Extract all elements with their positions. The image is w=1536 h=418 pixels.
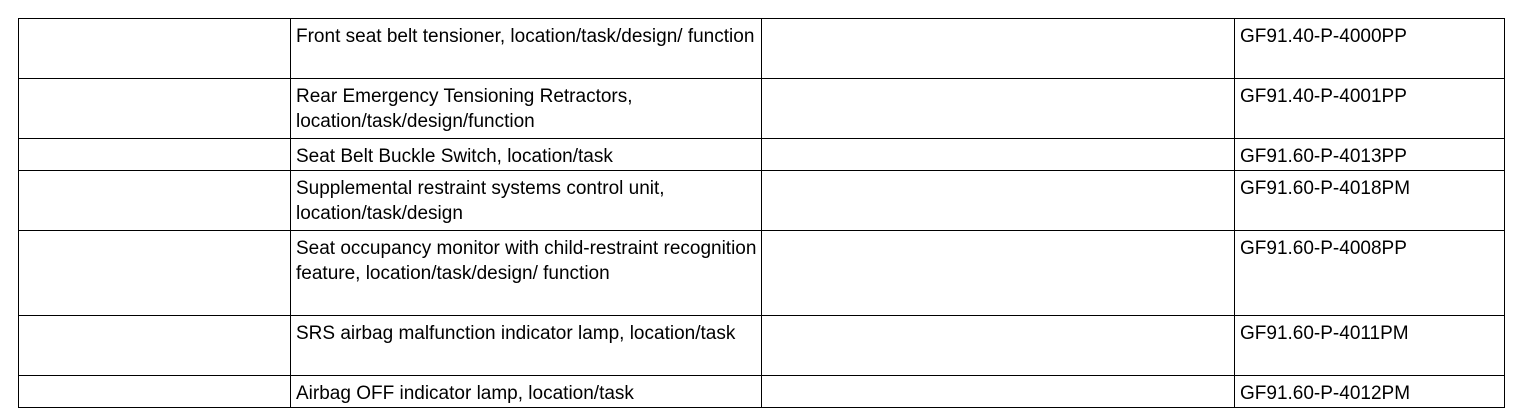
document-number-cell: GF91.60-P-4011PM	[1234, 315, 1505, 376]
empty-cell	[761, 315, 1235, 376]
empty-cell	[18, 138, 291, 171]
table-row: Rear Emergency Tensioning Retractors, lo…	[18, 78, 1505, 139]
table-row: Seat occupancy monitor with child-restra…	[18, 230, 1505, 316]
table-row: SRS airbag malfunction indicator lamp, l…	[18, 315, 1505, 376]
description-cell: Seat occupancy monitor with child-restra…	[290, 230, 762, 316]
description-cell: Front seat belt tensioner, location/task…	[290, 18, 762, 79]
empty-cell	[18, 78, 291, 139]
empty-cell	[761, 138, 1235, 171]
document-number-cell: GF91.40-P-4000PP	[1234, 18, 1505, 79]
table-row: Seat Belt Buckle Switch, location/task G…	[18, 138, 1505, 171]
empty-cell	[18, 18, 291, 79]
empty-cell	[761, 18, 1235, 79]
table-row: Front seat belt tensioner, location/task…	[18, 18, 1505, 79]
description-cell: Seat Belt Buckle Switch, location/task	[290, 138, 762, 171]
empty-cell	[18, 170, 291, 231]
document-number-cell: GF91.60-P-4018PM	[1234, 170, 1505, 231]
table-row: Airbag OFF indicator lamp, location/task…	[18, 375, 1505, 408]
document-number-cell: GF91.60-P-4013PP	[1234, 138, 1505, 171]
empty-cell	[761, 230, 1235, 316]
description-cell: Supplemental restraint systems control u…	[290, 170, 762, 231]
document-number-cell: GF91.60-P-4008PP	[1234, 230, 1505, 316]
empty-cell	[761, 78, 1235, 139]
table-row: Supplemental restraint systems control u…	[18, 170, 1505, 231]
empty-cell	[18, 230, 291, 316]
empty-cell	[761, 170, 1235, 231]
description-cell: Rear Emergency Tensioning Retractors, lo…	[290, 78, 762, 139]
document-number-cell: GF91.60-P-4012PM	[1234, 375, 1505, 408]
empty-cell	[18, 375, 291, 408]
empty-cell	[18, 315, 291, 376]
empty-cell	[761, 375, 1235, 408]
document-number-cell: GF91.40-P-4001PP	[1234, 78, 1505, 139]
description-cell: Airbag OFF indicator lamp, location/task	[290, 375, 762, 408]
document-reference-table: Front seat belt tensioner, location/task…	[18, 18, 1505, 408]
description-cell: SRS airbag malfunction indicator lamp, l…	[290, 315, 762, 376]
